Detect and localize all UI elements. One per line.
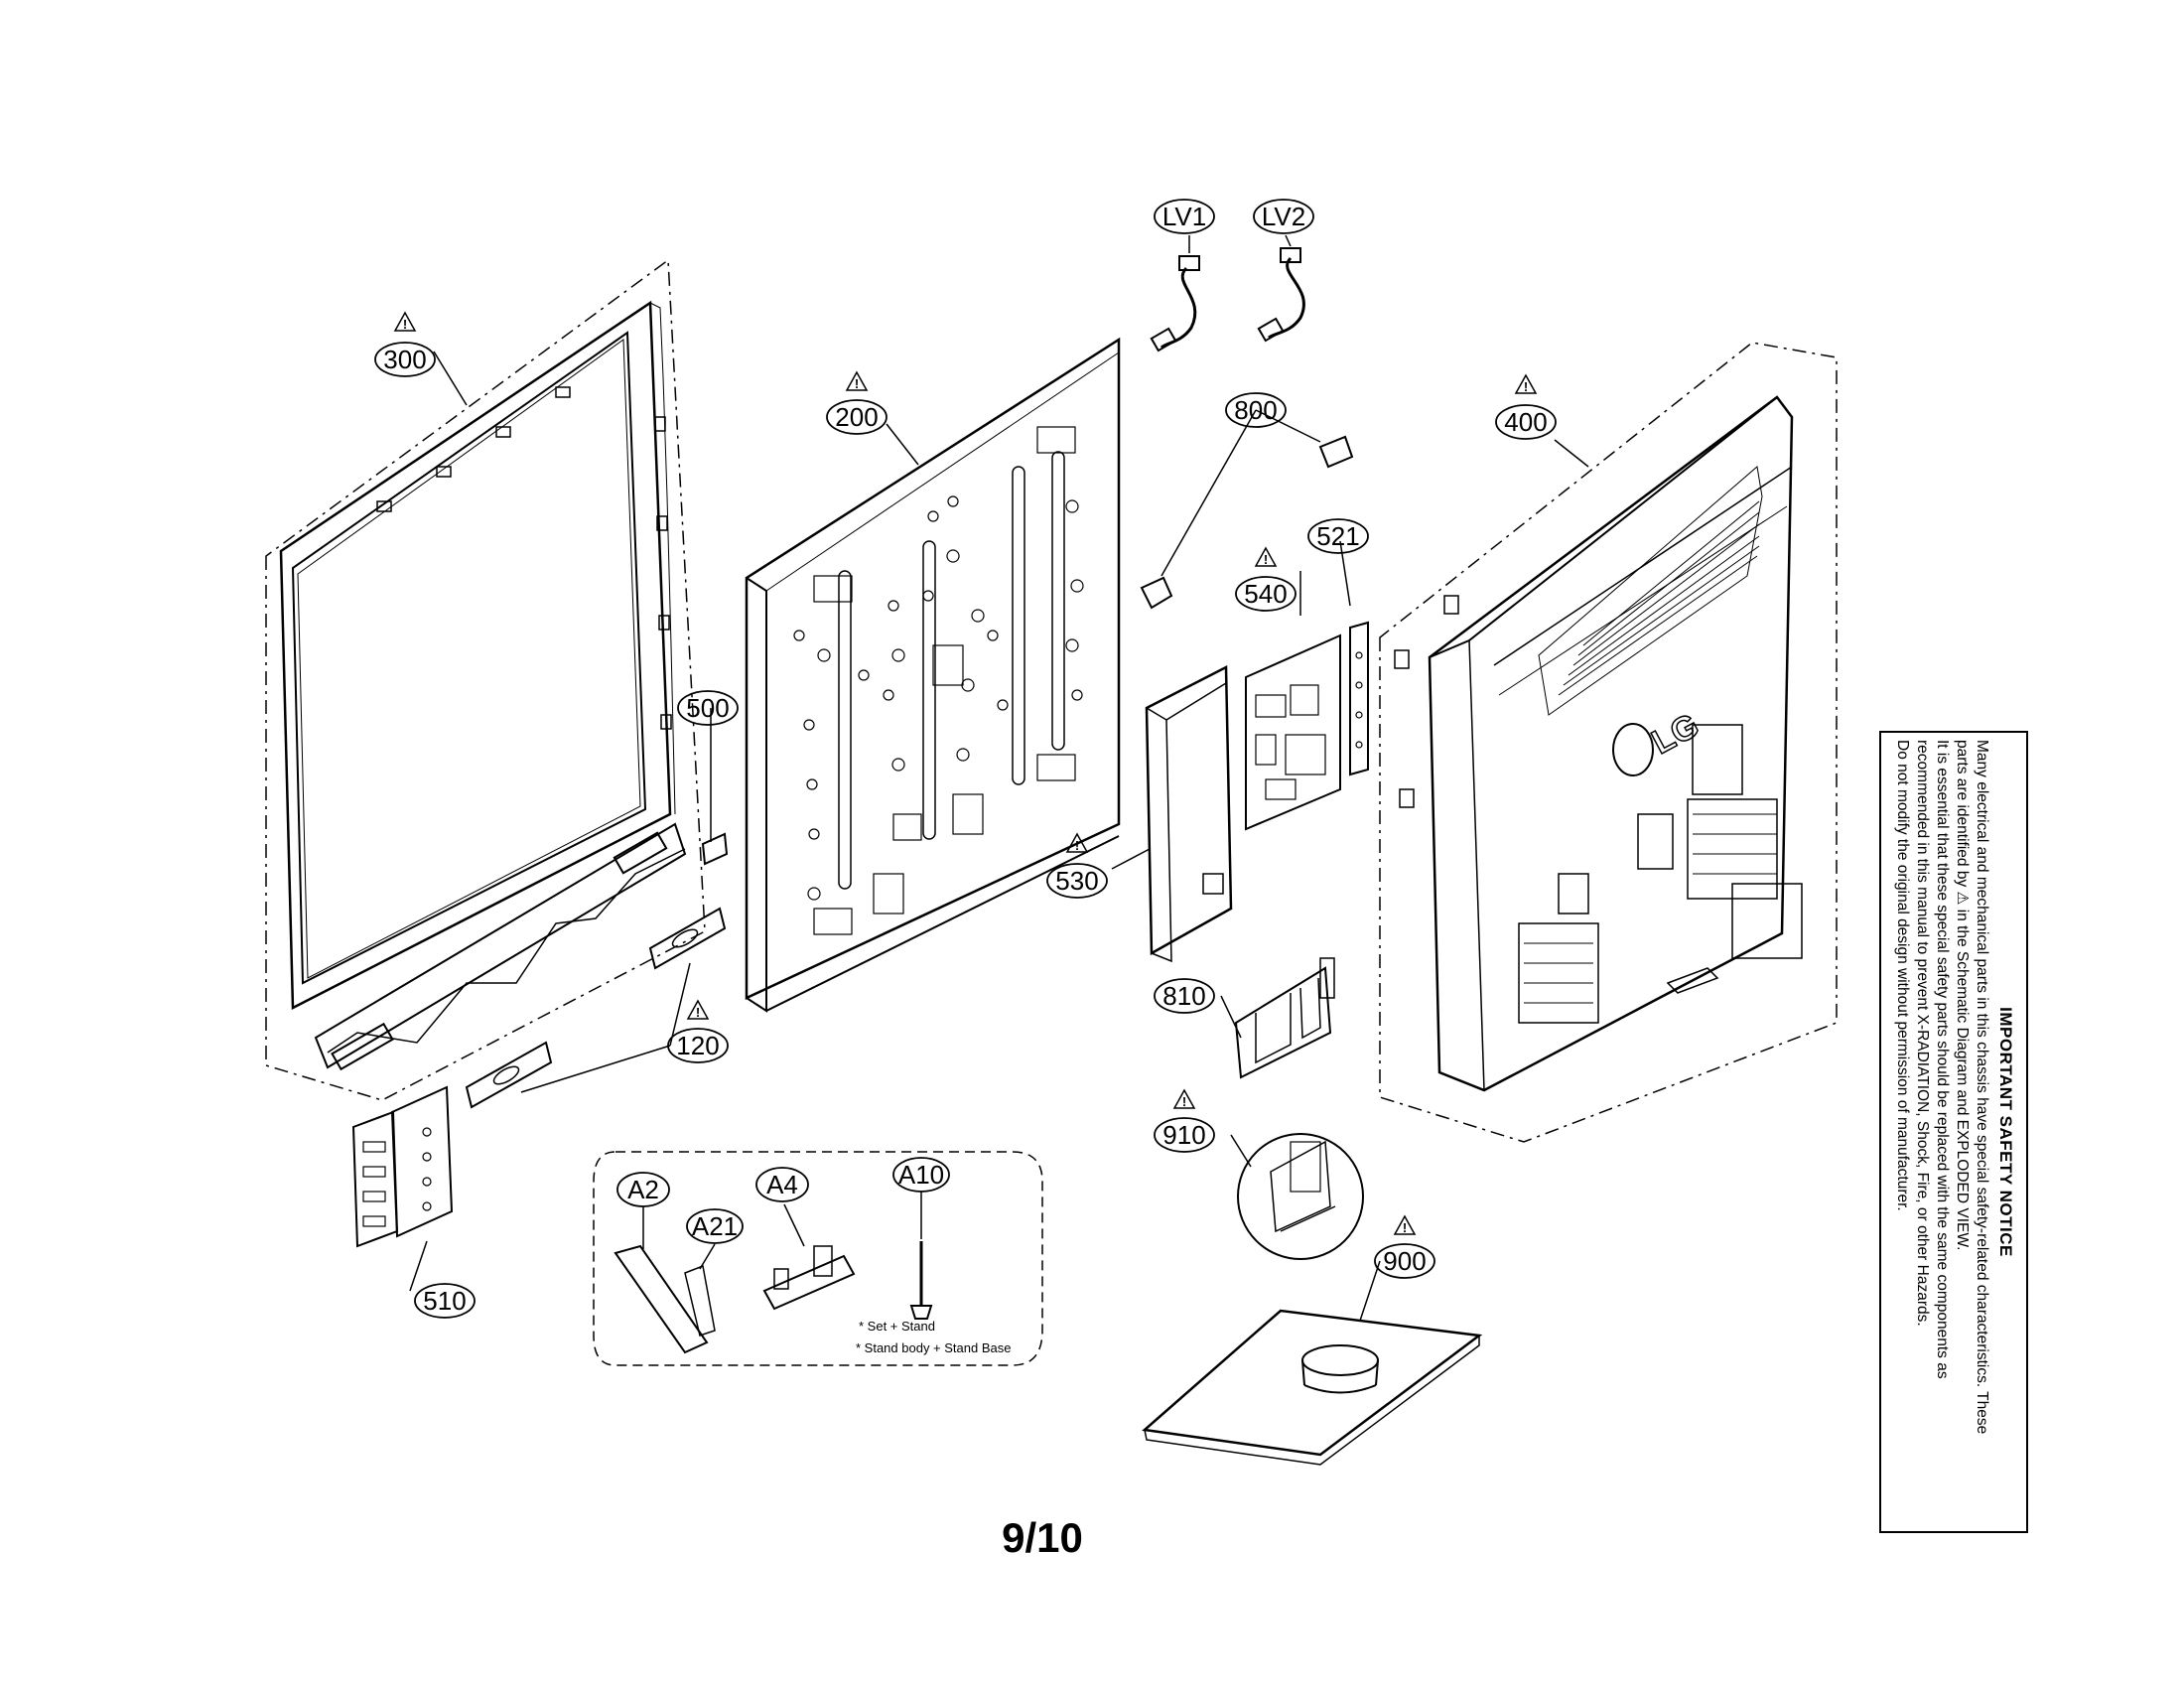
- svg-text:!: !: [403, 317, 407, 332]
- label-a10: A10: [898, 1160, 944, 1190]
- label-120: 120: [676, 1031, 719, 1060]
- stand-base-part: [1142, 1309, 1483, 1466]
- label-lv2: LV2: [1262, 202, 1305, 231]
- label-lv1: LV1: [1162, 202, 1206, 231]
- label-a2: A2: [627, 1175, 659, 1204]
- label-521: 521: [1316, 521, 1359, 551]
- part-500: [701, 832, 729, 866]
- lvds-cable-lv2: [1257, 247, 1305, 343]
- lvds-cable-lv1: [1150, 255, 1200, 352]
- safety-notice-line: recommended in this manual to prevent X-…: [1914, 740, 1931, 1327]
- svg-text:!: !: [1403, 1220, 1407, 1235]
- callout-bubbles: [374, 199, 1557, 1319]
- label-500: 500: [686, 693, 729, 723]
- speaker-part: [465, 907, 727, 1109]
- label-510: 510: [423, 1286, 466, 1316]
- safety-notice-title: IMPORTANT SAFETY NOTICE: [1996, 1007, 2015, 1257]
- bracket-800-part: [1140, 435, 1354, 610]
- bracket-810-part: [1234, 957, 1335, 1079]
- power-board-part: [1145, 664, 1233, 963]
- stand-note-base: * Stand body + Stand Base: [856, 1340, 1011, 1355]
- safety-triangles: [393, 311, 1538, 1235]
- safety-notice-line: Do not modify the original design withou…: [1894, 740, 1911, 1211]
- safety-notice-body: Many electrical and mechanical parts in …: [1892, 740, 1991, 1524]
- stand-parts-group: [593, 1151, 1043, 1366]
- safety-notice-line: parts are identified by ⚠ in the Schemat…: [1954, 740, 1971, 1251]
- safety-notice-line: It is essential that these special safet…: [1934, 740, 1951, 1379]
- label-540: 540: [1244, 579, 1287, 609]
- main-board-part: [1245, 633, 1341, 831]
- label-810: 810: [1162, 981, 1205, 1011]
- back-cover-part: [1379, 342, 1838, 1143]
- label-a4: A4: [766, 1170, 798, 1199]
- side-board-part: [1349, 621, 1369, 776]
- stand-body-part: [1237, 1133, 1364, 1260]
- label-530: 530: [1055, 866, 1098, 896]
- label-400: 400: [1504, 407, 1547, 437]
- safety-notice-content: IMPORTANT SAFETY NOTICE Many electrical …: [1892, 740, 2015, 1524]
- label-a21: A21: [692, 1211, 738, 1241]
- svg-text:!: !: [1264, 552, 1268, 567]
- lcd-panel-part: [745, 337, 1121, 1013]
- svg-text:!: !: [855, 376, 859, 391]
- label-900: 900: [1383, 1246, 1426, 1276]
- label-300: 300: [383, 345, 426, 374]
- label-200: 200: [835, 402, 878, 432]
- page-number: 9/10: [1002, 1514, 1083, 1561]
- label-800: 800: [1234, 395, 1277, 425]
- safety-notice-box: IMPORTANT SAFETY NOTICE Many electrical …: [1879, 731, 2028, 1533]
- svg-text:!: !: [1182, 1094, 1186, 1109]
- svg-text:!: !: [696, 1005, 700, 1020]
- safety-notice-line: Many electrical and mechanical parts in …: [1974, 740, 1990, 1435]
- label-910: 910: [1162, 1120, 1205, 1150]
- front-cabinet-part: [265, 258, 706, 1101]
- lg-logo: LG: [1646, 706, 1706, 762]
- svg-text:!: !: [1524, 379, 1528, 394]
- part-510-side-jack: [351, 1085, 454, 1248]
- svg-text:!: !: [1075, 838, 1079, 853]
- stand-note-set: * Set + Stand: [859, 1319, 935, 1334]
- leader-lines: [409, 234, 1589, 1322]
